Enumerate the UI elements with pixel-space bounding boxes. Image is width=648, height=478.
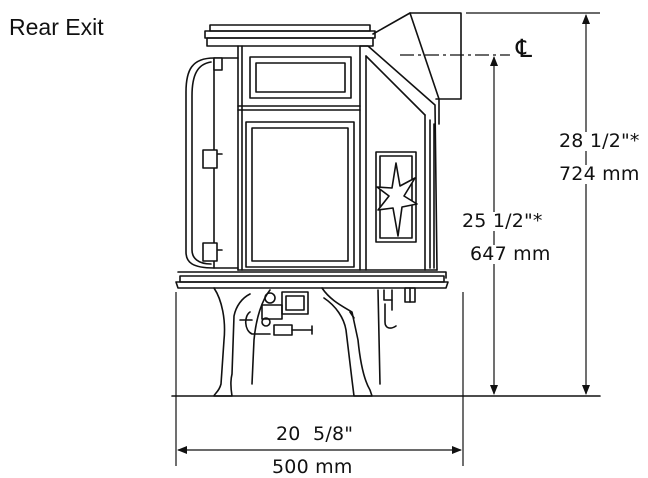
- lower-panel: [245, 121, 355, 268]
- view-title: Rear Exit: [9, 14, 104, 40]
- width-imperial: 20 5/8": [276, 423, 354, 445]
- gas-valve-assembly: [239, 291, 313, 336]
- flue-height-imperial: 25 1/2"*: [461, 210, 544, 232]
- side-star-panel: [375, 151, 418, 243]
- centerline-symbol: ℄: [516, 34, 533, 63]
- stove-body: [237, 45, 361, 271]
- flue-height-metric: 647 mm: [469, 243, 552, 265]
- stove-top-cap: [204, 24, 376, 47]
- overall-height-imperial: 28 1/2"*: [557, 130, 642, 152]
- upper-panel: [249, 56, 352, 99]
- stove-base-plate: [175, 269, 449, 289]
- flue-collar: [372, 12, 462, 125]
- rear-slant-section: [359, 45, 438, 271]
- width-metric: 500 mm: [270, 456, 355, 478]
- rear-pipe-fitting: [383, 287, 416, 329]
- overall-height-metric: 724 mm: [557, 163, 642, 185]
- loading-door: [185, 57, 239, 269]
- stove-legs: [213, 287, 381, 397]
- star-icon: [376, 162, 418, 237]
